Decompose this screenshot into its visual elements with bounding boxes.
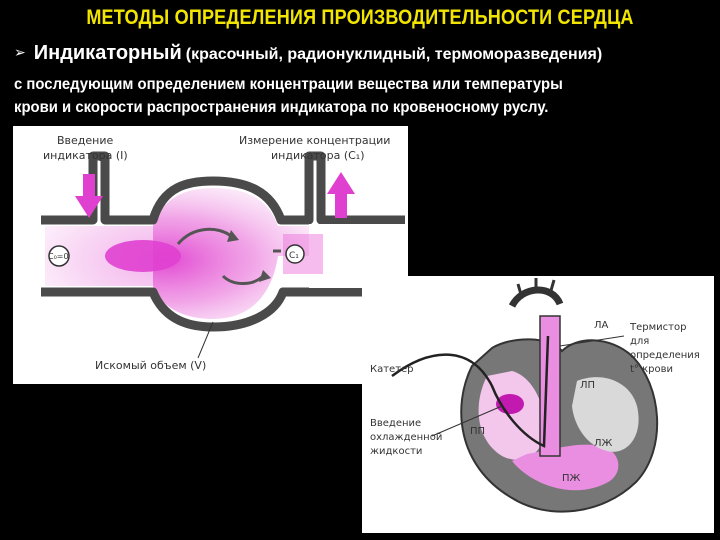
flow-arrow-icon-2 [221, 274, 265, 285]
injection-label-1: Введение [57, 134, 114, 147]
c0-marker [48, 245, 70, 267]
thermistor-label-2: для [630, 336, 649, 347]
dilution-diagram-svg: C₀=0 C₁ Введение индикатора (I) Измерени… [41, 134, 405, 372]
chamber-wall-bottom [41, 287, 405, 332]
dye-cloud [105, 240, 181, 272]
thermistor-label-3: определения [630, 350, 700, 361]
label-la: ЛА [594, 320, 609, 331]
label-pp: ПП [470, 426, 485, 437]
catheter-label: Катетер [370, 364, 414, 375]
aorta-branches [516, 278, 556, 299]
method-term: Индикаторный [33, 42, 182, 64]
cold-label-1: Введение [370, 418, 421, 429]
thermistor-label-4: t° крови [630, 364, 673, 375]
thermistor-label-1: Термистор [629, 322, 686, 333]
volume-label: Искомый объем (V) [95, 359, 206, 372]
injection-arrow-icon [75, 174, 103, 218]
measure-label-1: Измерение концентрации [239, 134, 390, 147]
flow-arrow-head-icon-2 [259, 270, 271, 282]
c0-label: C₀=0 [48, 252, 69, 261]
heart-diagram-svg: ЛА ЛП ПП ПЖ ЛЖ Термистор для определения… [370, 278, 700, 513]
left-chambers [572, 377, 639, 452]
c1-label: C₁ [289, 251, 299, 261]
cold-label-3: жидкости [370, 446, 422, 457]
bullet-line: ➢ Индикаторный(красочный, радионуклидный,… [14, 42, 602, 65]
flow-arrow-icon [176, 227, 232, 246]
method-description: с последующим определением концентрации … [14, 73, 665, 119]
description-line-2: крови и скорости распространения индикат… [14, 99, 549, 116]
label-lp: ЛП [580, 380, 595, 391]
right-ventricle [512, 444, 619, 491]
chamber-wall-top [41, 151, 405, 225]
description-line-1: с последующим определением концентрации … [14, 76, 563, 93]
label-pzh: ПЖ [562, 473, 581, 484]
label-lzh: ЛЖ [594, 438, 613, 449]
arrow-bullet-icon: ➢ [14, 44, 26, 60]
catheter-line [391, 335, 550, 448]
dilution-diagram: C₀=0 C₁ Введение индикатора (I) Измерени… [13, 126, 408, 384]
injection-label-2: индикатора (I) [43, 149, 128, 162]
volume-leader-line [197, 321, 214, 359]
page-title: МЕТОДЫ ОПРЕДЕЛЕНИЯ ПРОИЗВОДИТЕЛЬНОСТИ СЕ… [86, 6, 634, 29]
cold-leader-line [431, 405, 503, 437]
measure-label-2: индикатора (C₁) [271, 149, 365, 162]
heart-diagram: ЛА ЛП ПП ПЖ ЛЖ Термистор для определения… [362, 276, 714, 533]
measurement-arrow-icon [327, 172, 355, 218]
flow-arrow-head-icon [227, 230, 239, 242]
method-variants: (красочный, радионуклидный, термоморазве… [185, 46, 603, 63]
thermistor-leader [559, 335, 625, 347]
pulmonary-artery [539, 315, 561, 457]
cold-label-2: охлажденной [370, 432, 442, 443]
c1-marker [285, 244, 305, 264]
